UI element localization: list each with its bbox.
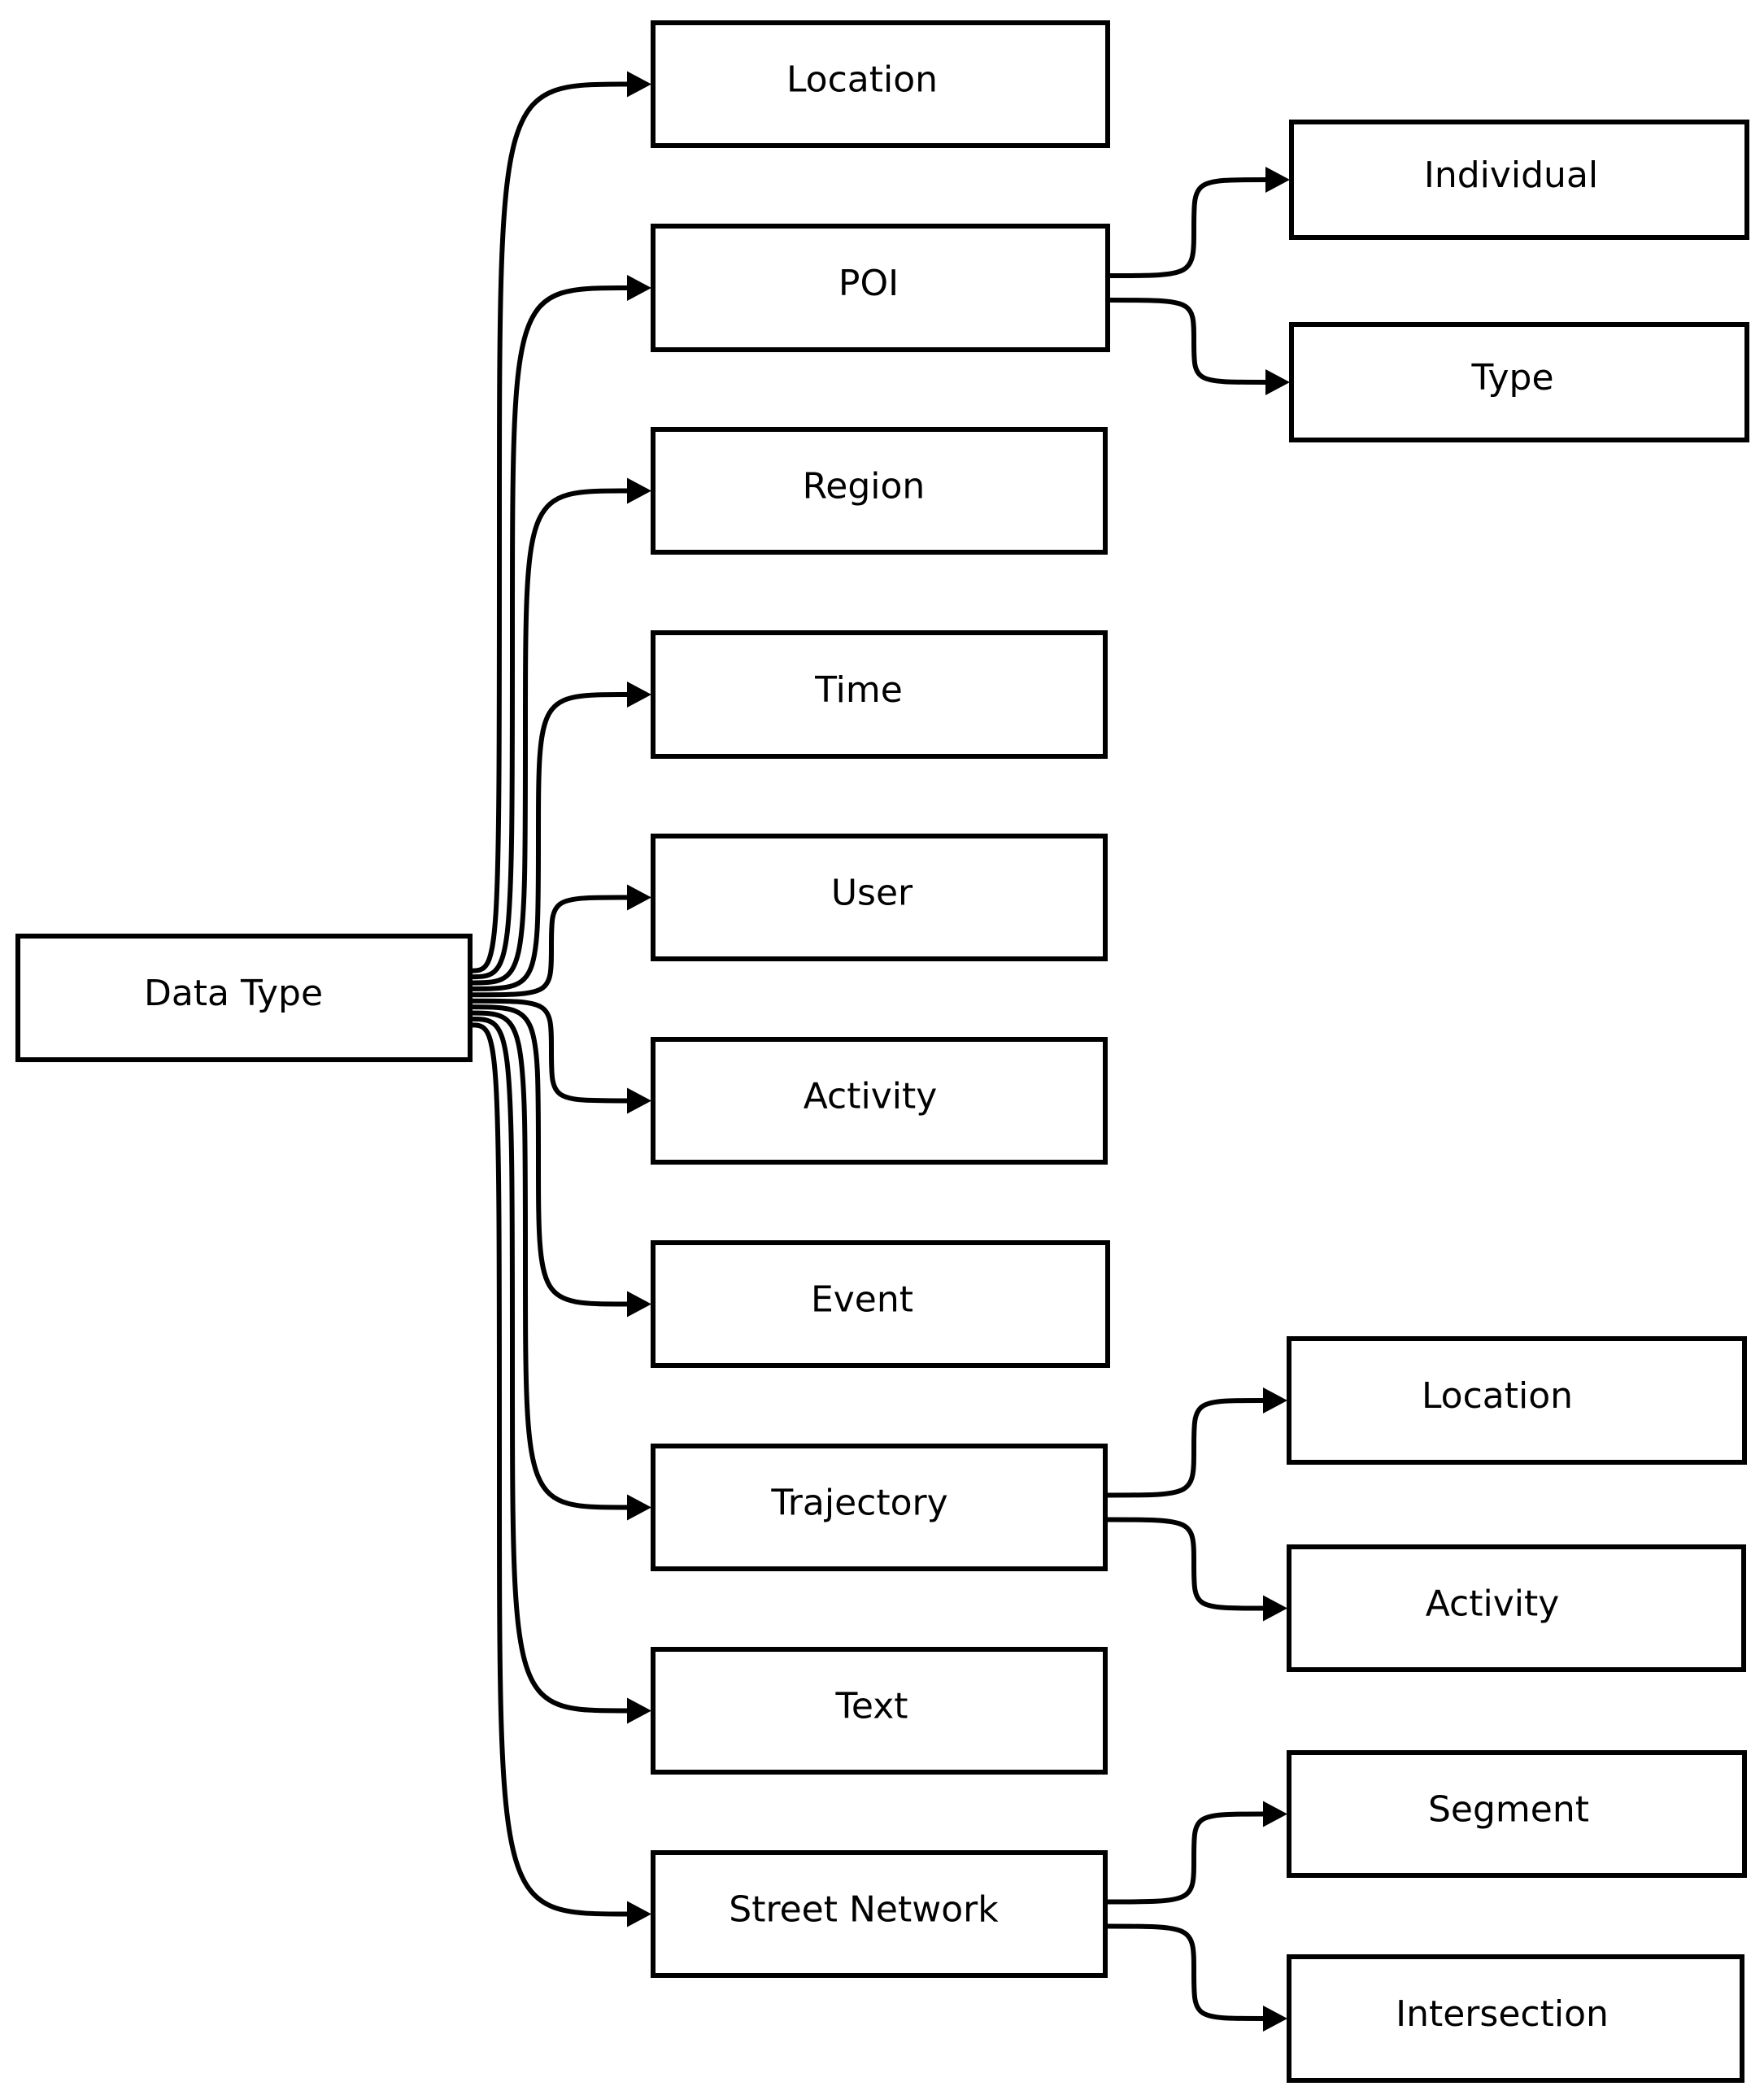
node-box-region	[651, 427, 1108, 555]
node-label-poi-type: Type	[1470, 357, 1553, 399]
edge-data-type-to-street-network	[469, 1022, 628, 1917]
edge-trajectory-to-trajectory-location-arrowhead	[1263, 1387, 1287, 1413]
edge-trajectory-to-trajectory-activity-arrowhead	[1263, 1595, 1287, 1622]
edge-data-type-to-poi	[469, 285, 628, 980]
node-street-network: Street Network	[651, 1850, 1108, 1978]
node-poi-type: Type	[1289, 322, 1749, 442]
node-box-data-type	[15, 934, 473, 1062]
edge-data-type-to-location	[469, 81, 628, 973]
edge-poi-to-poi-type	[1109, 298, 1266, 385]
node-box-street-intersection	[1287, 1954, 1744, 2083]
node-box-trajectory-location	[1287, 1336, 1747, 1465]
edge-data-type-to-event	[469, 1004, 628, 1307]
node-user: User	[651, 834, 1108, 961]
node-location: Location	[651, 20, 1110, 148]
edge-data-type-to-poi-arrowhead	[627, 275, 651, 301]
edge-data-type-to-event-arrowhead	[627, 1291, 651, 1318]
node-box-trajectory	[651, 1444, 1108, 1571]
edge-data-type-to-region	[469, 488, 628, 986]
node-label-region: Region	[803, 466, 926, 507]
node-street-intersection: Intersection	[1287, 1954, 1744, 2083]
node-street-segment: Segment	[1287, 1750, 1747, 1878]
edge-data-type-to-user-arrowhead	[627, 884, 651, 911]
edge-poi-to-poi-individual-arrowhead	[1265, 167, 1290, 193]
node-label-activity: Activity	[804, 1076, 938, 1117]
node-box-poi	[651, 224, 1110, 352]
node-box-street-network	[651, 1850, 1108, 1978]
node-box-activity	[651, 1037, 1108, 1165]
node-box-street-segment	[1287, 1750, 1747, 1878]
edge-trajectory-to-trajectory-activity	[1107, 1517, 1264, 1611]
connector-layer	[469, 71, 1290, 2032]
edge-street-network-to-street-intersection	[1107, 1923, 1264, 2021]
node-label-street-intersection: Intersection	[1396, 1993, 1609, 2035]
node-poi: POI	[651, 224, 1110, 352]
node-box-poi-individual	[1289, 120, 1749, 240]
node-box-user	[651, 834, 1108, 961]
node-trajectory: Trajectory	[651, 1444, 1108, 1571]
node-activity: Activity	[651, 1037, 1108, 1165]
edge-street-network-to-street-segment	[1107, 1811, 1264, 1905]
edge-data-type-to-text-arrowhead	[627, 1697, 651, 1724]
node-region: Region	[651, 427, 1108, 555]
node-label-location: Location	[786, 59, 938, 101]
edge-data-type-to-trajectory	[469, 1010, 628, 1510]
edge-data-type-to-time	[469, 692, 628, 991]
node-label-street-segment: Segment	[1428, 1789, 1589, 1831]
node-label-poi: POI	[838, 263, 899, 304]
node-label-user: User	[831, 873, 913, 914]
node-time: Time	[651, 630, 1108, 759]
edge-data-type-to-time-arrowhead	[627, 682, 651, 708]
edge-data-type-to-text	[469, 1016, 628, 1714]
node-box-time	[651, 630, 1108, 759]
node-label-text: Text	[835, 1686, 908, 1727]
edge-street-network-to-street-segment-arrowhead	[1263, 1801, 1287, 1827]
edge-data-type-to-activity	[469, 998, 628, 1104]
node-box-poi-type	[1289, 322, 1749, 442]
node-label-trajectory-location: Location	[1422, 1375, 1573, 1417]
node-text: Text	[651, 1647, 1108, 1775]
node-box-event	[651, 1240, 1110, 1368]
edge-data-type-to-region-arrowhead	[627, 477, 651, 504]
edge-data-type-to-user	[469, 895, 628, 998]
node-data-type: Data Type	[15, 934, 473, 1062]
node-trajectory-activity: Activity	[1287, 1544, 1746, 1672]
node-box-location	[651, 20, 1110, 148]
node-label-time: Time	[814, 669, 903, 711]
edge-data-type-to-street-network-arrowhead	[627, 1901, 651, 1927]
edge-poi-to-poi-type-arrowhead	[1265, 369, 1290, 395]
node-event: Event	[651, 1240, 1110, 1368]
node-label-event: Event	[811, 1279, 913, 1321]
node-label-trajectory: Trajectory	[770, 1483, 947, 1524]
edge-data-type-to-trajectory-arrowhead	[627, 1494, 651, 1521]
node-label-trajectory-activity: Activity	[1426, 1583, 1560, 1625]
edge-street-network-to-street-intersection-arrowhead	[1263, 2006, 1287, 2032]
edge-poi-to-poi-individual	[1109, 177, 1266, 278]
node-label-data-type: Data Type	[144, 973, 323, 1014]
node-poi-individual: Individual	[1289, 120, 1749, 240]
node-label-street-network: Street Network	[729, 1889, 999, 1931]
edge-data-type-to-location-arrowhead	[627, 71, 651, 98]
node-layer: LocationPOIIndividualTypeRegionTimeUserA…	[15, 20, 1749, 2083]
node-trajectory-location: Location	[1287, 1336, 1747, 1465]
edge-trajectory-to-trajectory-location	[1107, 1398, 1264, 1498]
node-box-text	[651, 1647, 1108, 1775]
node-label-poi-individual: Individual	[1424, 155, 1598, 196]
edge-data-type-to-activity-arrowhead	[627, 1087, 651, 1114]
node-box-trajectory-activity	[1287, 1544, 1746, 1672]
